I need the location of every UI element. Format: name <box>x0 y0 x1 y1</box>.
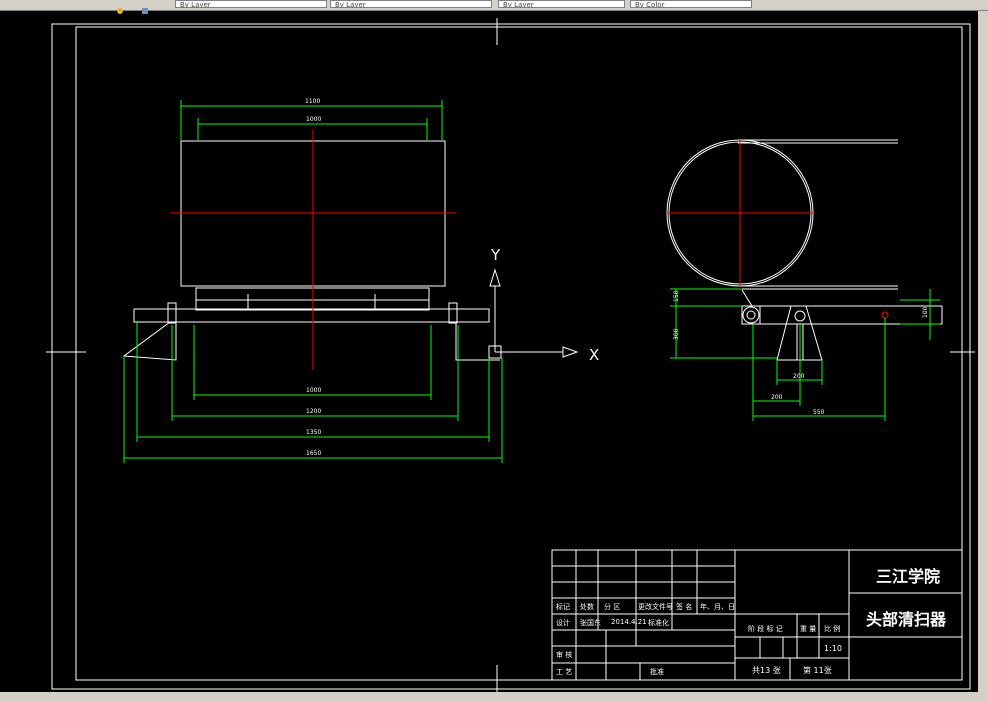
layer-cube-icon[interactable] <box>140 0 150 14</box>
header-date: 年、月、日 <box>700 603 735 611</box>
dim-side-bottom-1: 200 <box>793 373 805 380</box>
vertical-scrollbar[interactable] <box>978 11 988 692</box>
drawing-canvas[interactable]: 1100 1000 1000 1200 1350 1650 X Y <box>0 11 978 692</box>
weight-label: 重 量 <box>800 625 817 633</box>
header-mark: 标记 <box>556 603 570 611</box>
title-block-grid <box>551 549 963 681</box>
left-bracket <box>167 302 177 324</box>
approve-label: 批准 <box>650 668 664 676</box>
design-date: 2014.4.21 <box>611 618 647 626</box>
side-view <box>666 139 943 361</box>
side-centerlines <box>667 140 813 286</box>
right-bracket <box>448 302 458 324</box>
pivot-pin <box>742 306 760 324</box>
ucs-y-label: Y <box>490 246 501 264</box>
school-name: 三江学院 <box>876 567 941 586</box>
layer-state-icon[interactable] <box>115 0 125 14</box>
status-strip <box>0 692 988 702</box>
dim-front-bottom-1: 1000 <box>306 387 321 394</box>
dim-front-bottom-3: 1350 <box>306 429 321 436</box>
bolt-hole <box>881 311 889 319</box>
linetype-dropdown[interactable]: By Layer <box>330 0 492 8</box>
dim-side-right-1: 100 <box>922 306 929 318</box>
dim-side-bottom-3: 550 <box>813 409 825 416</box>
designer-name: 张国东 <box>580 619 601 627</box>
dim-side-left-1: 150 <box>673 290 680 302</box>
sheet-total: 共13 张 <box>752 666 781 675</box>
sheet-number: 第 11张 <box>803 666 832 675</box>
cross-beam <box>133 308 490 323</box>
toolbar: By Layer By Layer By Layer By Color <box>0 0 988 14</box>
stage-mark-label: 阶 段 标 记 <box>748 625 783 633</box>
header-change-doc: 更改文件号 <box>638 603 673 611</box>
dim-side-bottom-2: 200 <box>771 394 783 401</box>
dim-side-left-2: 300 <box>673 328 680 340</box>
front-centerlines <box>170 130 456 370</box>
ucs-x-label: X <box>589 346 599 364</box>
lineweight-dropdown[interactable]: By Layer <box>498 0 625 8</box>
drawing-name: 头部清扫器 <box>866 610 947 629</box>
scale-value: 1:10 <box>824 644 842 653</box>
dim-front-bottom-4: 1650 <box>306 450 321 457</box>
header-signature: 签 名 <box>676 603 693 611</box>
ucs-icon <box>489 268 579 358</box>
process-label: 工 艺 <box>556 668 573 676</box>
dim-front-bottom-2: 1200 <box>306 408 321 415</box>
scale-label: 比 例 <box>824 625 841 633</box>
dim-front-top-2: 1000 <box>306 116 321 123</box>
left-support <box>122 321 177 361</box>
layer-dropdown[interactable]: By Layer <box>175 0 327 8</box>
header-zone: 分 区 <box>604 603 621 611</box>
review-label: 审 核 <box>556 651 573 659</box>
dim-front-top-1: 1100 <box>305 98 320 105</box>
front-dimensions <box>123 100 503 463</box>
design-label: 设计 <box>556 619 570 627</box>
header-count: 处数 <box>580 603 594 611</box>
sheet-inner-border <box>75 26 963 681</box>
centering-marks <box>46 18 975 692</box>
standardization-label: 标准化 <box>648 619 669 627</box>
color-dropdown[interactable]: By Color <box>630 0 752 8</box>
side-dimensions <box>670 288 940 421</box>
sheet-outer-border <box>51 23 971 690</box>
scraper-arm <box>741 305 943 325</box>
right-support <box>455 322 500 361</box>
